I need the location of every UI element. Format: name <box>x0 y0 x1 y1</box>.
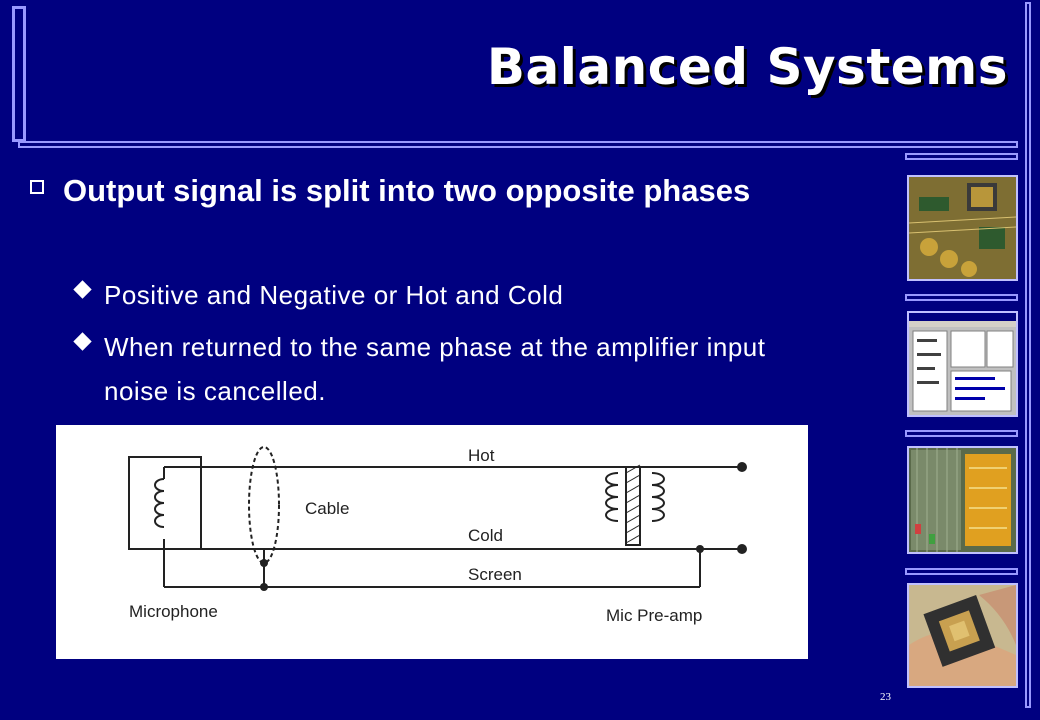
square-bullet-icon <box>30 180 44 194</box>
preamp-label: Mic Pre-amp <box>606 606 702 625</box>
hot-label: Hot <box>468 446 495 465</box>
right-accent-line <box>1025 2 1031 708</box>
diagram-svg: Hot Cable Cold Screen Microphone Mic Pre… <box>128 446 747 625</box>
transformer-core <box>625 466 641 546</box>
slide-title: Balanced Systems <box>486 38 1008 96</box>
sidebar-divider <box>905 153 1018 160</box>
terminal-dot <box>737 544 747 554</box>
sub-bullet-text: When returned to the same phase at the a… <box>104 332 766 406</box>
mic-coil <box>154 478 165 528</box>
software-window-thumbnail <box>907 311 1018 417</box>
sidebar-divider <box>905 568 1018 575</box>
primary-coil <box>605 472 619 522</box>
page-number: 23 <box>880 691 891 703</box>
circuit-board-thumbnail <box>907 175 1018 281</box>
terminal-dot <box>737 462 747 472</box>
main-bullet: Output signal is split into two opposite… <box>30 168 850 213</box>
cable-ellipse <box>248 446 280 564</box>
chip-layout-thumbnail <box>907 446 1018 554</box>
left-accent-bar <box>12 6 26 142</box>
sidebar-divider <box>905 294 1018 301</box>
screen-label: Screen <box>468 565 522 584</box>
junction-dot <box>696 545 704 553</box>
processor-in-hand-thumbnail <box>907 583 1018 688</box>
balanced-line-diagram: Hot Cable Cold Screen Microphone Mic Pre… <box>56 425 808 659</box>
junction-dot <box>260 583 268 591</box>
diamond-bullet-icon <box>73 280 92 299</box>
title-underline <box>18 141 1018 148</box>
diamond-bullet-icon <box>73 332 92 351</box>
sidebar-divider <box>905 430 1018 437</box>
microphone-label: Microphone <box>129 602 218 621</box>
cold-label: Cold <box>468 526 503 545</box>
sub-bullet: Positive and Negative or Hot and Cold <box>73 273 794 317</box>
sub-bullet-text: Positive and Negative or Hot and Cold <box>104 280 564 310</box>
junction-dot <box>260 559 268 567</box>
main-bullet-text: Output signal is split into two opposite… <box>63 173 751 208</box>
cable-label: Cable <box>305 499 349 518</box>
sub-bullet: When returned to the same phase at the a… <box>73 325 794 413</box>
secondary-coil <box>651 472 665 522</box>
